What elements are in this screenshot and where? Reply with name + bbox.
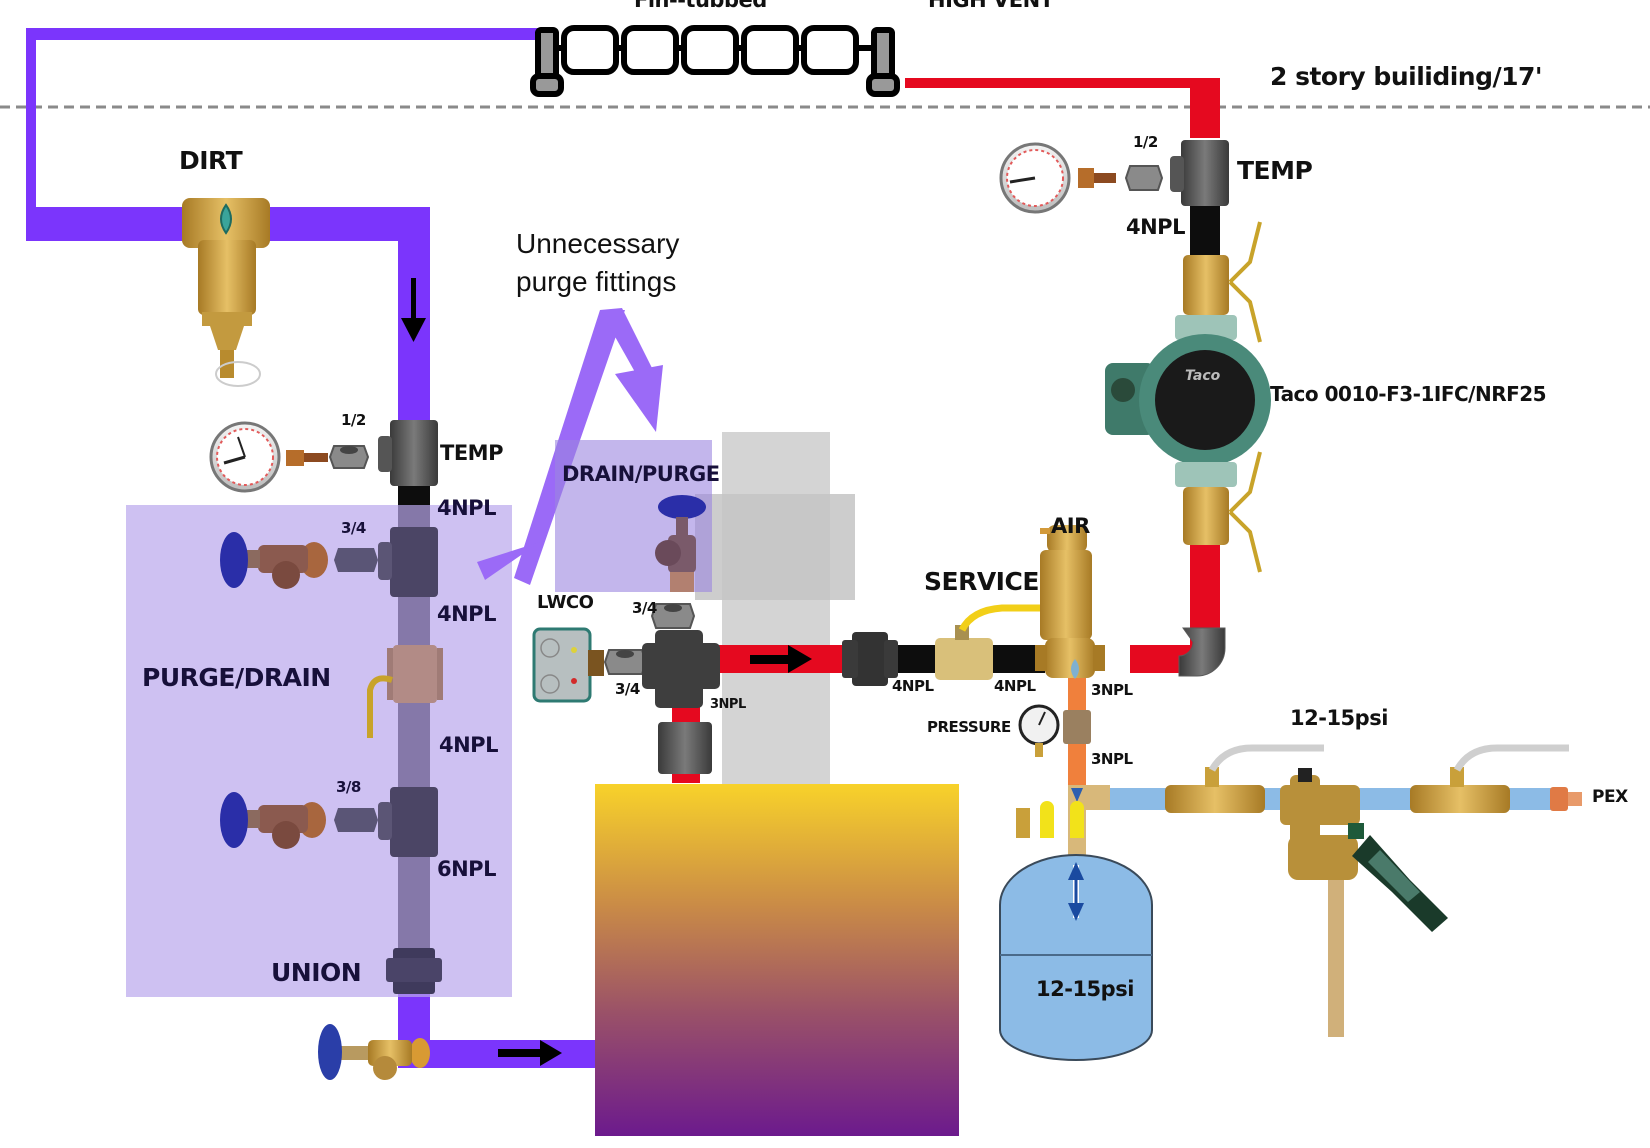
supply-temp-bushing-size: 1/2 [1133,133,1158,151]
tank-pressure-label: 12-15psi [1036,977,1134,1001]
boiler [595,784,959,1136]
union-label: UNION [271,958,362,987]
supply-temp-tee [1170,140,1229,206]
dirt-separator-icon [182,198,270,387]
air-separator-label: AIR [1051,514,1090,538]
supply-temp-label: TEMP [1237,156,1313,185]
supply-nipple-top [1190,200,1220,255]
feed-pressure-label: 12-15psi [1290,706,1388,730]
return-nipple-3-label: 4NPL [439,733,498,757]
annotation-unnecessary-fittings: Unnecessary purge fittings [516,225,679,301]
pump-model-label: Taco 0010-F3-1IFC/NRF25 [1270,382,1547,406]
temp-gauge-supply-icon [999,142,1164,214]
lower-drain-bushing-size: 3/8 [336,778,361,796]
svg-text:Taco: Taco [1185,368,1221,384]
supply-nipple-right-label: 4NPL [994,677,1036,695]
upper-drain-bushing-size: 3/4 [341,519,366,537]
air-nipple-label: 3NPL [1091,681,1133,699]
pex-label: PEX [1592,787,1628,807]
flue-shadow [695,432,855,784]
makeup-ball-valve-left-icon [1165,744,1324,813]
supply-union-icon [842,632,898,686]
expansion-tank-icon [999,854,1153,1061]
pressure-reducing-valve-icon [1280,768,1448,932]
supply-temp-nipple-label: 4NPL [1126,215,1185,239]
pressure-gauge-icon [1018,704,1091,757]
temp-gauge-return-icon [209,421,370,493]
cross-top-bushing-size: 3/4 [632,599,657,617]
pex-adapter-icon [1550,787,1582,811]
drain-purge-label: DRAIN/PURGE [562,462,720,486]
boiler-cross-fitting [642,603,720,708]
purge-drain-highlight [126,505,512,997]
pressure-gauge-label: PRESSURE [927,718,1011,736]
dirt-separator-label: DIRT [179,146,243,175]
annotation-line-1: Unnecessary [516,228,680,259]
purge-drain-label: PURGE/DRAIN [142,663,331,692]
boiler-drain-top-icon [655,495,706,592]
makeup-riser [1328,880,1344,1037]
return-temp-tee [378,420,438,486]
purge-ball-valve-icon [367,645,443,738]
return-nipple-2-label: 4NPL [437,602,496,626]
building-height-label: 2 story builiding/17' [1270,62,1543,91]
annotation-line-2: purge fittings [516,266,677,297]
circulator-pump-icon: Taco [1105,221,1271,573]
radiator-label: Fin--tubbed [634,0,767,12]
lwco-bushing-size: 3/4 [615,680,640,698]
flow-arrow-down [401,278,426,342]
expansion-tank-fitting-icon [1016,785,1110,855]
lwco-bushing [603,649,648,675]
return-nipple-1-label: 4NPL [437,496,496,520]
return-temp-bushing-size: 1/2 [341,411,366,429]
boiler-drain-lower-icon [220,787,438,857]
supply-nipple-left-label: 4NPL [892,677,934,695]
boiler-drain-upper-icon [220,527,438,597]
flow-arrow-right-supply [750,645,812,673]
pressure-nipple-label: 3NPL [1091,750,1133,768]
radiator-icon [530,25,900,97]
flow-arrow-right-return [498,1040,562,1066]
service-valve-label: SERVICE [924,567,1039,596]
supply-elbow-icon [1178,627,1226,677]
air-separator-icon [1035,525,1105,679]
union-fitting-icon [386,948,442,994]
return-nipple-4-label: 6NPL [437,857,496,881]
service-valve-icon [935,604,1040,680]
makeup-ball-valve-right-icon [1410,744,1569,813]
boiler-coupling [658,722,712,774]
boiler-drain-bottom-icon [318,1024,430,1080]
high-vent-label: HIGH VENT [928,0,1054,12]
return-temp-label: TEMP [440,441,503,465]
lwco-icon [532,627,604,703]
boiler-riser-nipple-label: 3NPL [710,697,746,712]
lwco-label: LWCO [537,592,594,613]
